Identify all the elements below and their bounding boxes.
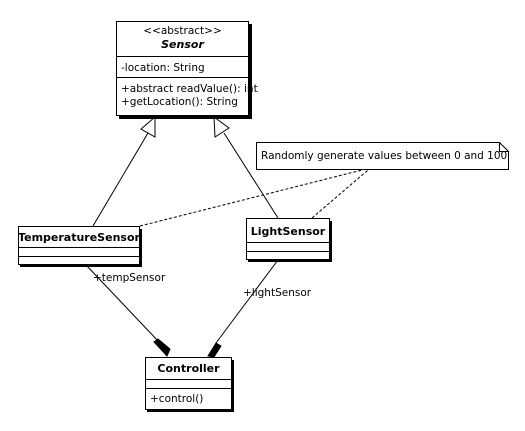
note-anchor-temperature [139,169,363,227]
controller-class-name: Controller [157,362,220,375]
note-random-values[interactable]: Randomly generate values between 0 and 1… [256,142,509,170]
controller-operation-control: +control() [150,393,203,405]
composition-line-light [215,259,279,344]
composition-diamond-light [207,342,222,358]
note-text: Randomly generate values between 0 and 1… [261,150,507,162]
role-label-light-sensor: +lightSensor [243,287,312,299]
generalization-arrowhead-temperature [140,115,156,138]
class-light-sensor[interactable]: LightSensor [246,218,333,263]
light-sensor-class-name: LightSensor [251,225,326,238]
composition-diamond-temperature [153,338,171,357]
role-label-temp-sensor: +tempSensor [93,272,166,284]
generalization-arrowhead-light [213,115,230,138]
class-sensor[interactable]: <<abstract>> Sensor -location: String +a… [116,21,258,120]
sensor-operation-read-value: +abstract readValue(): int [121,83,258,95]
composition-line-temperature [85,264,161,344]
temperature-sensor-class-name: TemperatureSensor [18,231,140,244]
class-controller[interactable]: Controller +control() [145,357,235,413]
generalization-line-light [223,132,279,219]
sensor-attribute-location: -location: String [121,62,205,74]
sensor-class-name: Sensor [161,38,204,51]
generalization-line-temperature [92,132,149,227]
sensor-operation-get-location: +getLocation(): String [121,96,238,108]
sensor-stereotype: <<abstract>> [143,25,222,37]
note-anchor-light [311,169,369,219]
class-temperature-sensor[interactable]: TemperatureSensor [18,226,142,268]
